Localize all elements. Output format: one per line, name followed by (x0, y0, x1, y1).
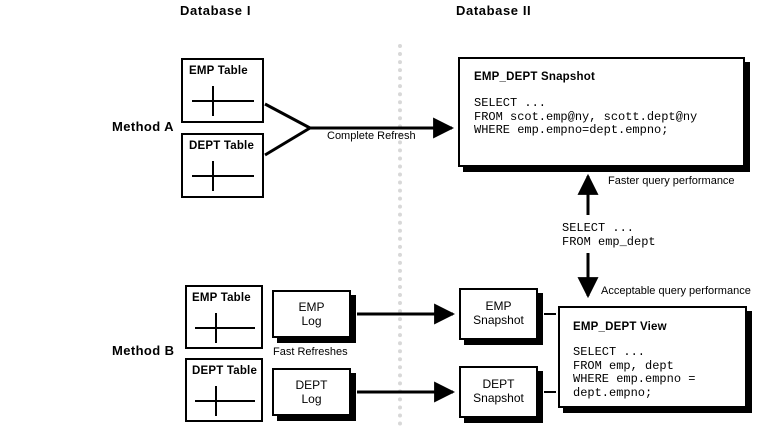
dept-log-label: DEPT Log (295, 378, 328, 406)
acceptable-query-performance-label: Acceptable query performance (601, 285, 751, 297)
emp-dept-view-box[interactable]: EMP_DEPT View SELECT ... FROM emp, dept … (558, 306, 747, 408)
emp-dept-snapshot-box[interactable]: EMP_DEPT Snapshot SELECT ... FROM scot.e… (458, 57, 745, 167)
emp-table-title-b: EMP Table (192, 292, 251, 304)
emp-dept-view-sql: SELECT ... FROM emp, dept WHERE emp.empn… (573, 345, 696, 400)
emp-dept-snapshot-sql: SELECT ... FROM scot.emp@ny, scott.dept@… (474, 96, 698, 137)
dept-table-box-method-a[interactable]: DEPT Table (181, 133, 264, 198)
table-grid-icon (192, 86, 254, 116)
fast-refreshes-label: Fast Refreshes (273, 346, 348, 358)
method-b-label: Method B (112, 343, 175, 358)
dept-log-box[interactable]: DEPT Log (272, 368, 351, 416)
dept-to-merge-line (264, 126, 311, 157)
query-sql-annotation: SELECT ... FROM emp_dept (562, 221, 656, 249)
emp-snapshot-box[interactable]: EMP Snapshot (459, 288, 538, 340)
emp-snapshot-label: EMP Snapshot (473, 299, 524, 327)
dept-snapshot-label: DEPT Snapshot (473, 377, 524, 405)
database-1-header: Database I (180, 3, 252, 18)
method-a-label: Method A (112, 119, 174, 134)
emp-log-box[interactable]: EMP Log (272, 290, 351, 338)
dept-table-box-method-b[interactable]: DEPT Table (185, 358, 263, 422)
table-grid-icon (192, 161, 254, 191)
table-grid-icon (195, 386, 255, 416)
dept-table-title-a: DEPT Table (189, 140, 255, 152)
dept-table-title-b: DEPT Table (192, 365, 258, 377)
faster-query-performance-label: Faster query performance (608, 175, 735, 187)
emp-table-title-a: EMP Table (189, 65, 248, 77)
complete-refresh-label: Complete Refresh (327, 130, 416, 142)
emp-log-label: EMP Log (298, 300, 325, 328)
emp-dept-view-title: EMP_DEPT View (573, 321, 667, 333)
emp-dept-snapshot-title: EMP_DEPT Snapshot (474, 71, 595, 83)
database-2-header: Database II (456, 3, 532, 18)
emp-table-box-method-a[interactable]: EMP Table (181, 58, 264, 123)
database-divider (398, 44, 402, 426)
table-grid-icon (195, 313, 255, 343)
dept-snapshot-box[interactable]: DEPT Snapshot (459, 366, 538, 418)
emp-table-box-method-b[interactable]: EMP Table (185, 285, 263, 349)
emp-to-merge-line (264, 102, 311, 130)
